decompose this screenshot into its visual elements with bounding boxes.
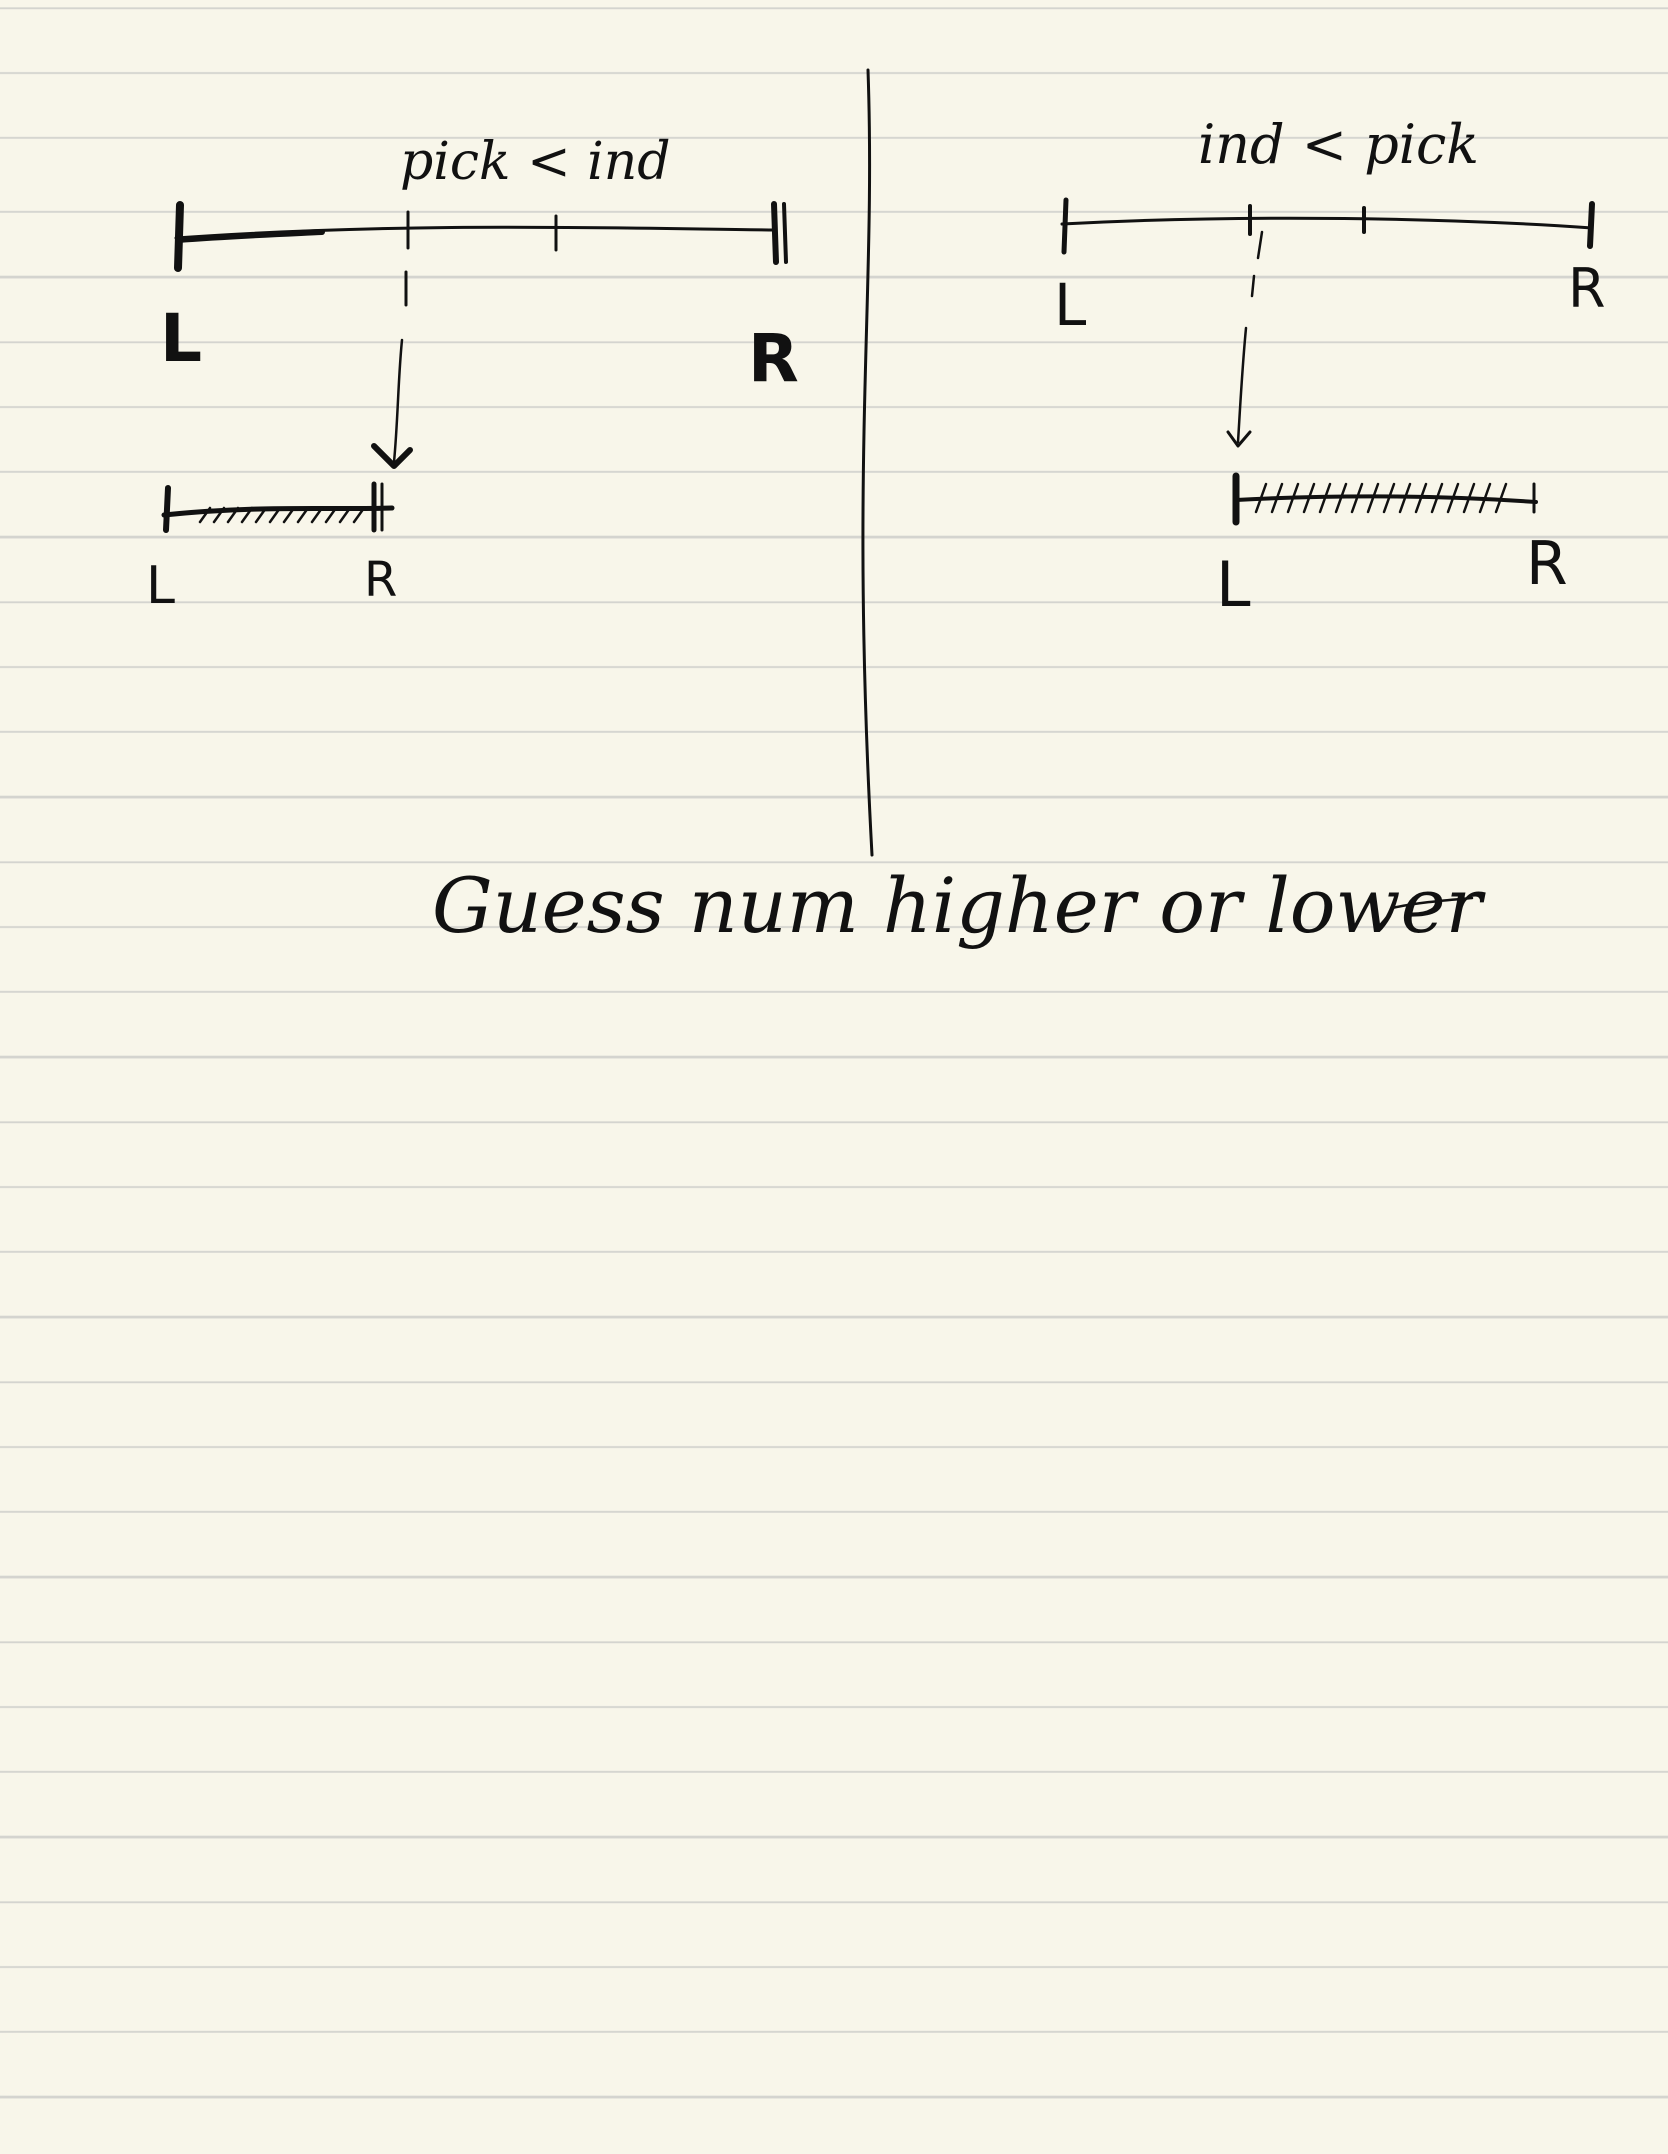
left-bottom-segment bbox=[161, 481, 395, 533]
caption-text: Guess num higher or lower bbox=[432, 861, 1482, 950]
left-top-segment bbox=[174, 201, 788, 272]
right-bottom-right-label: R bbox=[1526, 529, 1568, 599]
left-top-left-label: L bbox=[160, 300, 203, 377]
caption-flourish bbox=[1390, 896, 1474, 910]
left-top-right-label: R bbox=[748, 320, 799, 397]
left-bottom-right-label: R bbox=[364, 552, 398, 608]
left-bottom-left-label: L bbox=[146, 556, 175, 616]
divider-line bbox=[861, 68, 874, 857]
right-top-left-label: L bbox=[1054, 271, 1087, 339]
right-bottom-left-label: L bbox=[1216, 548, 1251, 621]
left-arrow bbox=[371, 270, 413, 469]
right-arrow bbox=[1226, 230, 1264, 448]
right-bottom-segment bbox=[1232, 472, 1538, 526]
right-top-segment bbox=[1060, 197, 1595, 255]
left-condition-label: pick < ind bbox=[400, 132, 671, 192]
right-top-right-label: R bbox=[1568, 257, 1606, 320]
right-condition-label: ind < pick bbox=[1198, 113, 1479, 176]
